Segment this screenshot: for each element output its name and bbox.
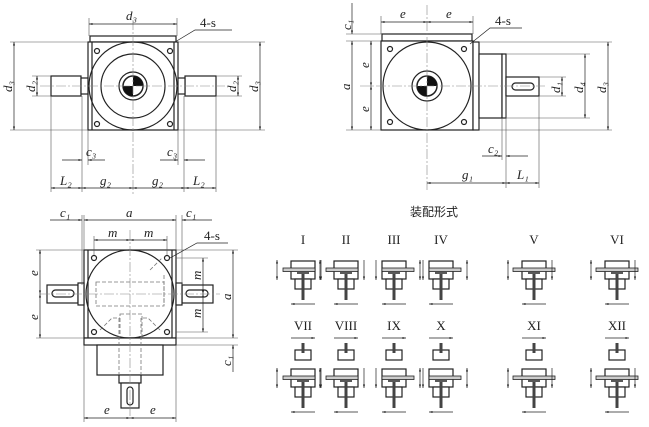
dim-d3-top: d₃ xyxy=(126,8,137,23)
input-shaft xyxy=(428,375,462,380)
form-label: XI xyxy=(527,318,541,333)
dim-m-lower: m xyxy=(189,309,204,318)
assembly-form-6: VI xyxy=(589,232,639,306)
holes-label: 4-s xyxy=(200,15,216,30)
form-label: VI xyxy=(610,232,624,247)
output-shaft xyxy=(301,382,305,408)
dim-L1: L₁ xyxy=(516,167,529,182)
assembly-form-3: III xyxy=(374,232,422,306)
dim-m-upper: m xyxy=(189,271,204,280)
dim-e-lower: e xyxy=(26,314,41,320)
form-label: VIII xyxy=(335,318,357,333)
holes-label: 4-s xyxy=(204,228,220,243)
form-label: X xyxy=(436,318,446,333)
dim-c1-left: c₁ xyxy=(60,205,70,220)
upper-shaft xyxy=(301,343,305,353)
input-shaft xyxy=(512,375,556,380)
dim-c1-right: c₁ xyxy=(186,205,196,220)
dim-d2-left: d₂ xyxy=(23,81,38,93)
output-shaft xyxy=(532,274,536,300)
holes-label: 4-s xyxy=(495,13,511,28)
assembly-form-10: X xyxy=(421,318,469,414)
form-label: I xyxy=(301,232,305,247)
assembly-form-5: V xyxy=(506,232,556,306)
assembly-form-2: II xyxy=(318,232,366,306)
output-shaft xyxy=(344,274,348,300)
assembly-form-8: VIII xyxy=(318,318,366,414)
input-shaft xyxy=(381,375,415,380)
dim-e-bottom-right: e xyxy=(150,402,156,417)
input-shaft xyxy=(428,267,462,272)
upper-shaft xyxy=(392,343,396,353)
upper-shaft xyxy=(344,343,348,353)
input-shaft xyxy=(325,267,359,272)
input-shaft xyxy=(595,375,639,380)
dim-c2: c₂ xyxy=(488,141,499,156)
dim-d4: d₄ xyxy=(571,82,586,94)
output-shaft xyxy=(615,274,619,300)
dim-e-lower: e xyxy=(357,106,372,112)
upper-shaft xyxy=(615,343,619,353)
dim-g2-left: g₂ xyxy=(100,173,112,188)
form-label: III xyxy=(388,232,401,247)
dim-L2-left: L₂ xyxy=(59,173,72,188)
assembly-title: 装配形式 xyxy=(410,205,458,219)
output-shaft xyxy=(301,274,305,300)
form-label: V xyxy=(529,232,539,247)
dim-d3: d₃ xyxy=(594,82,609,93)
input-shaft xyxy=(325,375,359,380)
dim-d3-left: d₃ xyxy=(0,81,15,92)
dim-c1: c₁ xyxy=(339,20,354,30)
front-view: d₃ d₃ d₂ d₂ d₃ 4-s c₃ c₃ L₂ g₂ g₂ L₂ xyxy=(0,8,265,195)
assembly-form-12: XII xyxy=(589,318,639,414)
form-label: XII xyxy=(608,318,626,333)
assembly-form-4: IV xyxy=(421,232,469,306)
dim-d1: d₁ xyxy=(548,82,563,93)
dim-c3-left: c₃ xyxy=(86,144,96,159)
dim-e-top-right: e xyxy=(446,6,452,21)
dim-m-right: m xyxy=(144,225,153,240)
dim-g2-right: g₂ xyxy=(152,173,164,188)
output-shaft xyxy=(439,382,443,408)
dim-m-left: m xyxy=(108,225,117,240)
dim-a: a xyxy=(338,83,353,90)
form-label: II xyxy=(342,232,351,247)
form-label: IX xyxy=(387,318,401,333)
dim-e-top-left: e xyxy=(400,6,406,21)
output-shaft xyxy=(532,382,536,408)
dim-e-upper: e xyxy=(26,270,41,276)
form-label: IV xyxy=(434,232,448,247)
side-view: e e c₁ a e e 4-s d₁ d₄ d₃ c₂ g₁ L₁ xyxy=(338,3,612,190)
dim-e-upper: e xyxy=(357,62,372,68)
assembly-form-1: I xyxy=(275,232,323,306)
input-shaft xyxy=(282,267,316,272)
dim-d3-right: d₃ xyxy=(246,81,261,92)
output-shaft xyxy=(392,382,396,408)
output-shaft xyxy=(615,382,619,408)
assembly-form-9: IX xyxy=(374,318,422,414)
output-shaft xyxy=(392,274,396,300)
output-shaft xyxy=(439,274,443,300)
dim-e-bottom-left: e xyxy=(104,402,110,417)
dim-a-top: a xyxy=(126,205,133,220)
dim-g1: g₁ xyxy=(462,167,473,182)
upper-shaft xyxy=(532,343,536,353)
dim-c3-right: c₃ xyxy=(167,144,177,159)
input-shaft xyxy=(381,267,415,272)
output-shaft xyxy=(505,76,540,97)
dim-a-right: a xyxy=(219,293,234,300)
assembly-form-7: VII xyxy=(275,318,323,414)
top-view: c₁ a c₁ m m 4-s e e m m a c₁ e e xyxy=(26,205,238,422)
input-shaft xyxy=(512,267,556,272)
dim-c1-bottom: c₁ xyxy=(219,356,234,366)
upper-shaft xyxy=(439,343,443,353)
dim-L2-right: L₂ xyxy=(192,173,205,188)
assembly-form-11: XI xyxy=(506,318,556,414)
output-shaft xyxy=(344,382,348,408)
input-shaft xyxy=(595,267,639,272)
dim-d2-right: d₂ xyxy=(224,81,239,93)
form-label: VII xyxy=(294,318,312,333)
input-shaft xyxy=(282,375,316,380)
